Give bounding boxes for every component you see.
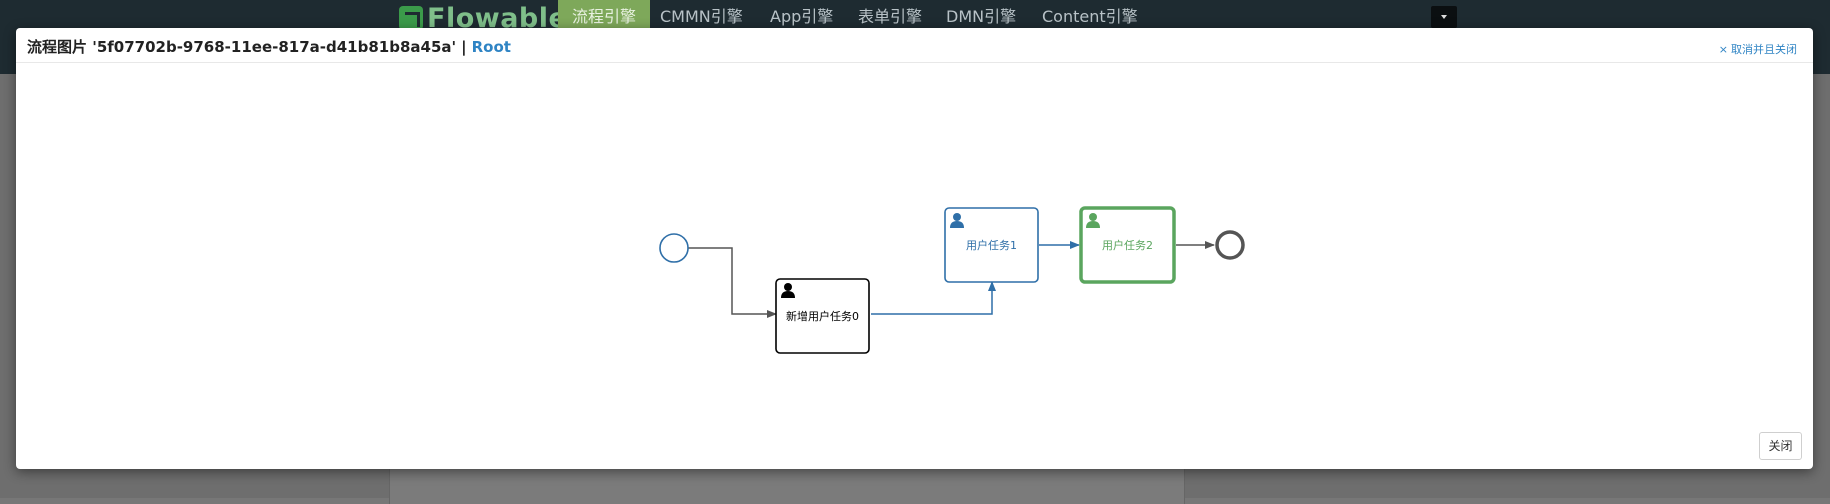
user-task-1-person-icon	[950, 213, 964, 228]
nav-tab-dmn-engine[interactable]: DMN引擎	[946, 7, 1017, 26]
flow-start-to-task0	[688, 247, 777, 318]
user-task-2-label: 用户任务2	[1102, 238, 1153, 252]
user-task-1-label: 用户任务1	[966, 238, 1017, 252]
modal-header: 流程图片 '5f07702b-9768-11ee-817a-d41b81b8a4…	[16, 28, 1813, 63]
modal-title: 流程图片 '5f07702b-9768-11ee-817a-d41b81b8a4…	[27, 36, 511, 57]
user-task-0-person-icon	[781, 283, 795, 298]
nav-tab-content-engine[interactable]: Content引擎	[1042, 7, 1138, 26]
cancel-and-close-label: 取消并且关闭	[1731, 43, 1797, 56]
flowable-logo-icon	[399, 6, 423, 30]
nav-tab-cmmn-engine[interactable]: CMMN引擎	[660, 7, 743, 26]
user-task-2-person-icon	[1086, 213, 1100, 228]
flow-task0-to-task1	[871, 281, 996, 315]
modal-title-root: Root	[471, 38, 511, 56]
close-x-icon: ×	[1718, 43, 1728, 56]
nav-tab-process-engine[interactable]: 流程引擎	[558, 0, 651, 30]
nav-tab-app-engine[interactable]: App引擎	[770, 7, 834, 26]
user-task-2[interactable]: 用户任务2	[1079, 206, 1176, 284]
end-event[interactable]	[1215, 230, 1245, 260]
user-menu-caret-icon[interactable]	[1431, 6, 1457, 28]
user-task-1[interactable]: 用户任务1	[944, 207, 1039, 283]
process-diagram: 新增用户任务0 用户任务1 用户任务2	[659, 206, 1245, 354]
start-event[interactable]	[659, 233, 689, 263]
user-task-0[interactable]: 新增用户任务0	[775, 278, 870, 354]
nav-tab-form-engine[interactable]: 表单引擎	[858, 7, 923, 26]
close-button[interactable]: 关闭	[1759, 432, 1802, 460]
cancel-and-close-link[interactable]: ×取消并且关闭	[1719, 41, 1797, 57]
modal-title-prefix: 流程图片 '5f07702b-9768-11ee-817a-d41b81b8a4…	[27, 38, 457, 56]
user-task-0-label: 新增用户任务0	[786, 309, 859, 323]
process-diagram-modal: 流程图片 '5f07702b-9768-11ee-817a-d41b81b8a4…	[16, 28, 1813, 469]
modal-title-separator: |	[461, 38, 467, 56]
